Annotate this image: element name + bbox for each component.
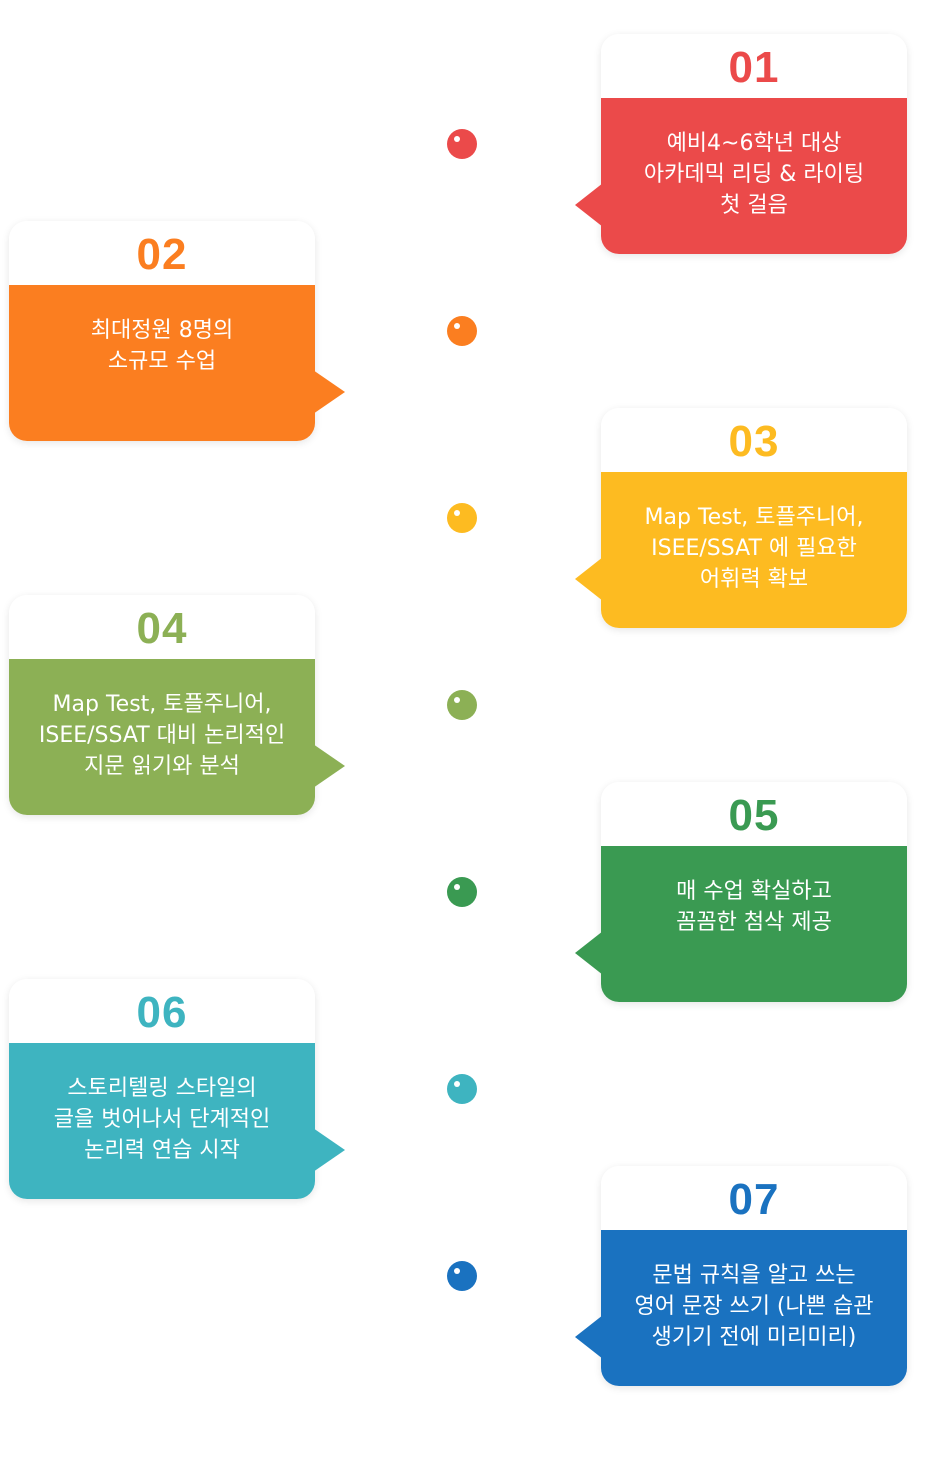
step-card-5: 05 매 수업 확실하고 꼼꼼한 첨삭 제공 <box>575 782 907 1002</box>
step-card-4: 04 Map Test, 토플주니어, ISEE/SSAT 대비 논리적인 지문… <box>9 595 345 815</box>
step-description: 예비4~6학년 대상 아카데믹 리딩 & 라이팅 첫 걸음 <box>643 131 865 218</box>
step-card-1: 01 예비4~6학년 대상 아카데믹 리딩 & 라이팅 첫 걸음 <box>575 34 907 254</box>
step-description: 스토리텔링 스타일의 글을 벗어나서 단계적인 논리력 연습 시작 <box>53 1076 271 1163</box>
step-card-2: 02 최대정원 8명의 소규모 수업 <box>9 221 345 441</box>
step-number: 06 <box>136 988 188 1037</box>
timeline-dot-1 <box>447 129 477 159</box>
step-card-3: 03 Map Test, 토플주니어, ISEE/SSAT 에 필요한 어휘력 … <box>575 408 907 628</box>
step-card-6: 06 스토리텔링 스타일의 글을 벗어나서 단계적인 논리력 연습 시작 <box>9 979 345 1199</box>
step-description: Map Test, 토플주니어, ISEE/SSAT 에 필요한 어휘력 확보 <box>644 505 864 592</box>
step-number: 05 <box>728 791 780 840</box>
timeline-dot-7 <box>447 1261 477 1291</box>
step-number: 03 <box>728 417 780 466</box>
step-description: 최대정원 8명의 소규모 수업 <box>90 318 234 374</box>
step-number: 04 <box>136 604 188 653</box>
step-number: 01 <box>728 43 780 92</box>
step-description: Map Test, 토플주니어, ISEE/SSAT 대비 논리적인 지문 읽기… <box>38 692 286 779</box>
step-number: 07 <box>728 1175 780 1224</box>
step-description: 매 수업 확실하고 꼼꼼한 첨삭 제공 <box>676 879 832 935</box>
timeline-dot-4 <box>447 690 477 720</box>
timeline-dot-5 <box>447 877 477 907</box>
step-description: 문법 규칙을 알고 쓰는 영어 문장 쓰기 (나쁜 습관 생기기 전에 미리미리… <box>634 1263 874 1350</box>
step-number: 02 <box>136 230 188 279</box>
step-card-7: 07 문법 규칙을 알고 쓰는 영어 문장 쓰기 (나쁜 습관 생기기 전에 미… <box>575 1166 907 1386</box>
timeline-dot-3 <box>447 503 477 533</box>
timeline-dot-2 <box>447 316 477 346</box>
timeline-dot-6 <box>447 1074 477 1104</box>
